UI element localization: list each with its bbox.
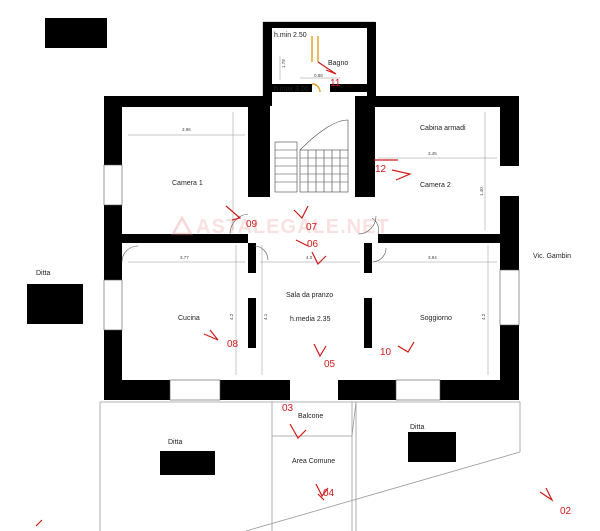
- photo-point-09: 09: [246, 219, 258, 230]
- label-camera1: Camera 1: [172, 180, 203, 187]
- label-camera2: Camera 2: [420, 182, 451, 189]
- label-sala: Sala da pranzo: [286, 292, 334, 299]
- label-soggiorno: Soggiorno: [420, 315, 452, 322]
- label-ditta-left: Ditta: [36, 270, 51, 277]
- label-hmedia: h.media 2.35: [290, 316, 331, 323]
- label-area-comune: Area Comune: [292, 458, 336, 465]
- label-hmin: h.min 2.50: [274, 32, 307, 39]
- dim-camera1: 3.96: [182, 127, 191, 132]
- redaction-top-left: [45, 18, 107, 48]
- redaction-bottom-right: [408, 432, 456, 462]
- bath-fixture: [311, 36, 321, 93]
- label-vic-gambin: Vic. Gambin: [533, 253, 571, 260]
- photo-point-07: 07: [306, 222, 318, 233]
- watermark-text: ASTALEGALE.NET: [196, 216, 390, 238]
- photo-point-02: 02: [560, 506, 572, 517]
- label-hmax: h.max 3.00: [274, 86, 309, 93]
- windows: [103, 164, 520, 401]
- dim-camera2: 3.45: [428, 151, 437, 156]
- photo-markers: [35, 61, 554, 527]
- photo-point-04: 04: [323, 488, 335, 499]
- photo-point-12: 12: [375, 164, 387, 175]
- label-bagno: Bagno: [328, 60, 349, 67]
- label-ditta-br: Ditta: [410, 424, 425, 431]
- photo-point-06: 06: [307, 239, 319, 250]
- redaction-left: [27, 284, 83, 324]
- redaction-bottom-left: [160, 451, 215, 475]
- photo-point-03: 03: [282, 403, 294, 414]
- dim-sala-v: 4.1: [263, 313, 268, 320]
- photo-point-05: 05: [324, 359, 336, 370]
- walls: [104, 22, 519, 400]
- dim-cucina-v: 4.2: [229, 313, 234, 320]
- label-cabina: Cabina armadi: [420, 125, 466, 132]
- label-ditta-bl: Ditta: [168, 439, 183, 446]
- photo-point-08: 08: [227, 339, 239, 350]
- watermark-logo-icon: [170, 215, 194, 236]
- dim-cucina: 3.77: [180, 255, 189, 260]
- doors: [121, 213, 387, 263]
- label-balcone: Balcone: [298, 413, 324, 420]
- photo-point-10: 10: [380, 347, 392, 358]
- photo-point-11: 11: [330, 78, 341, 89]
- dim-bagno-height: 1.78: [281, 59, 286, 68]
- dim-sala: 4.0: [306, 255, 313, 260]
- dim-bagno-width: 0.88: [314, 73, 323, 78]
- dim-soggiorno: 3.94: [428, 255, 437, 260]
- dimension-lines: [128, 56, 497, 375]
- dim-soggiorno-v: 4.2: [481, 313, 486, 320]
- dim-camera2-v: 1.40: [479, 187, 484, 196]
- stairs: [274, 119, 349, 193]
- label-cucina: Cucina: [178, 315, 200, 322]
